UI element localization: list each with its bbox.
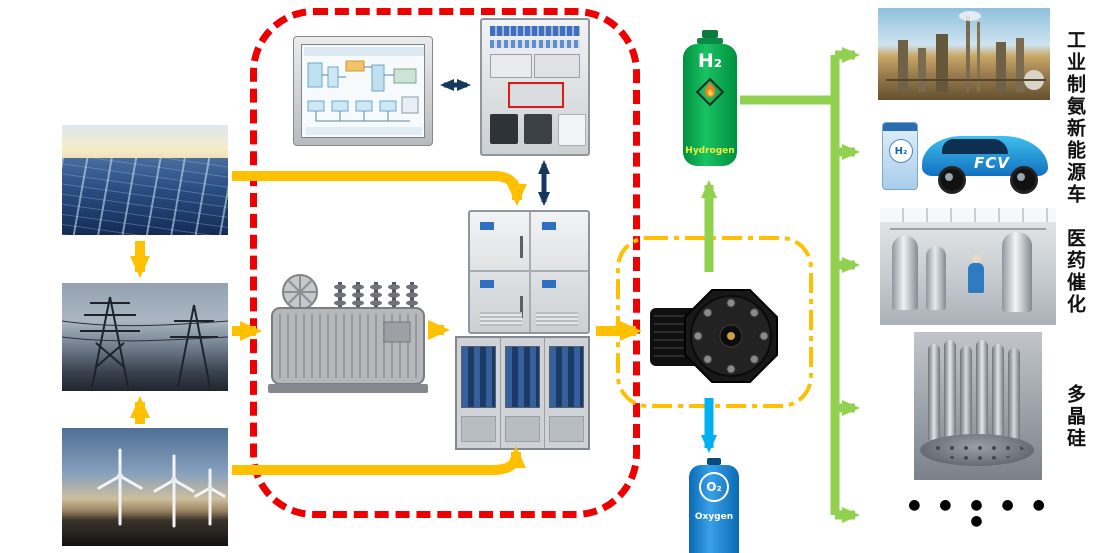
worker-head bbox=[972, 254, 981, 263]
oxygen-word: Oxygen bbox=[694, 512, 734, 522]
bay-base bbox=[461, 416, 496, 442]
wind-turbines-photo bbox=[62, 428, 228, 546]
ammonia-plant-photo bbox=[878, 8, 1050, 100]
bay-base bbox=[549, 416, 584, 442]
label-new-energy-vehicle: 新能源车 bbox=[1064, 118, 1086, 206]
electrolyzer-stack bbox=[646, 280, 788, 392]
wind-turbines-art bbox=[97, 448, 226, 528]
power-conversion-cabinet bbox=[468, 210, 590, 334]
breaker bbox=[558, 114, 586, 146]
label-industrial-ammonia: 工业制氨 bbox=[1064, 30, 1086, 118]
silicon-rod bbox=[928, 344, 940, 440]
flammable-flame-icon bbox=[695, 77, 725, 107]
cleanroom-ceiling bbox=[880, 208, 1056, 222]
solar-panel-array bbox=[62, 158, 228, 235]
worker-figure bbox=[968, 263, 984, 293]
car-wheel bbox=[938, 166, 966, 194]
label-polysilicon: 多晶硅 bbox=[1064, 384, 1086, 450]
steel-vessel bbox=[926, 246, 946, 310]
car-fcv-badge: FCV bbox=[974, 154, 1010, 172]
hydrogen-word: Hydrogen bbox=[685, 146, 735, 156]
rectifier-bay bbox=[501, 338, 545, 448]
car-wheel-hub bbox=[945, 173, 953, 181]
bay-window bbox=[505, 346, 540, 408]
plant-structures-art bbox=[886, 11, 1046, 92]
solar-panels-photo bbox=[62, 125, 228, 235]
silicon-rod bbox=[992, 344, 1004, 440]
indicator bbox=[542, 222, 556, 230]
indicator bbox=[480, 222, 494, 230]
bottle-neck bbox=[697, 38, 723, 44]
door-handle bbox=[520, 296, 523, 318]
oxygen-bottle-body: O₂ Oxygen bbox=[689, 465, 739, 553]
terminal-strip bbox=[490, 40, 580, 48]
silicon-rod bbox=[944, 340, 956, 440]
silicon-rod bbox=[976, 340, 988, 440]
transmission-towers-art bbox=[62, 296, 228, 388]
car-wheel-hub bbox=[1017, 173, 1025, 181]
door-handle bbox=[520, 236, 523, 258]
bottle-valve bbox=[707, 458, 721, 465]
terminal-strip bbox=[490, 26, 580, 36]
rectifier-bay bbox=[545, 338, 588, 448]
pharma-catalysis-photo bbox=[880, 208, 1056, 325]
highlighted-module bbox=[508, 82, 564, 108]
indicator bbox=[542, 280, 556, 288]
bay-window bbox=[461, 346, 496, 408]
transformer bbox=[266, 266, 430, 400]
rectifier-cabinets bbox=[455, 336, 590, 450]
h2-pump-badge: H₂ bbox=[889, 139, 913, 163]
cabinet-divider bbox=[529, 212, 531, 332]
baseplate-pins bbox=[930, 440, 1024, 460]
module bbox=[490, 54, 532, 78]
hydrogen-bottle-body: H₂ Hydrogen bbox=[683, 44, 737, 166]
steel-vessel bbox=[1002, 232, 1032, 312]
oxygen-bottle: O₂ Oxygen bbox=[689, 458, 739, 553]
vent bbox=[480, 312, 522, 326]
label-pharma-catalysis: 医药催化 bbox=[1064, 228, 1086, 316]
polysilicon-rods-photo bbox=[914, 332, 1042, 480]
fuel-cell-vehicle-photo: H₂ FCV bbox=[876, 110, 1057, 201]
vent bbox=[536, 312, 578, 326]
bay-base bbox=[505, 416, 540, 442]
car-wheel bbox=[1010, 166, 1038, 194]
solar-sky bbox=[62, 125, 228, 165]
dispenser-top bbox=[883, 123, 917, 131]
breaker bbox=[490, 114, 518, 144]
pipework bbox=[890, 228, 1046, 230]
h2-symbol: H₂ bbox=[697, 50, 723, 72]
scada-process-diagram bbox=[304, 47, 424, 135]
scada-screen bbox=[301, 44, 425, 138]
breaker bbox=[524, 114, 552, 144]
control-cabinet bbox=[480, 18, 590, 156]
scada-monitor bbox=[293, 36, 433, 146]
more-applications-indicator: ● ● ● ● ● ● bbox=[908, 497, 1052, 529]
silicon-rod bbox=[1008, 348, 1020, 440]
indicator bbox=[480, 280, 494, 288]
car-windshield bbox=[942, 139, 1008, 154]
bay-window bbox=[549, 346, 584, 408]
o2-symbol: O₂ bbox=[699, 472, 729, 502]
electrolyzer-art bbox=[650, 289, 778, 383]
silicon-rod bbox=[960, 346, 972, 440]
cabinet-divider bbox=[470, 270, 588, 272]
steel-vessel bbox=[892, 236, 918, 310]
hydrogen-bottle: H₂ Hydrogen bbox=[683, 30, 737, 166]
transmission-grid-photo bbox=[62, 283, 228, 391]
h2-dispenser: H₂ bbox=[882, 122, 918, 190]
module bbox=[534, 54, 580, 78]
bottle-valve bbox=[702, 30, 718, 38]
rectifier-bay bbox=[457, 338, 501, 448]
transformer-art bbox=[268, 274, 428, 393]
